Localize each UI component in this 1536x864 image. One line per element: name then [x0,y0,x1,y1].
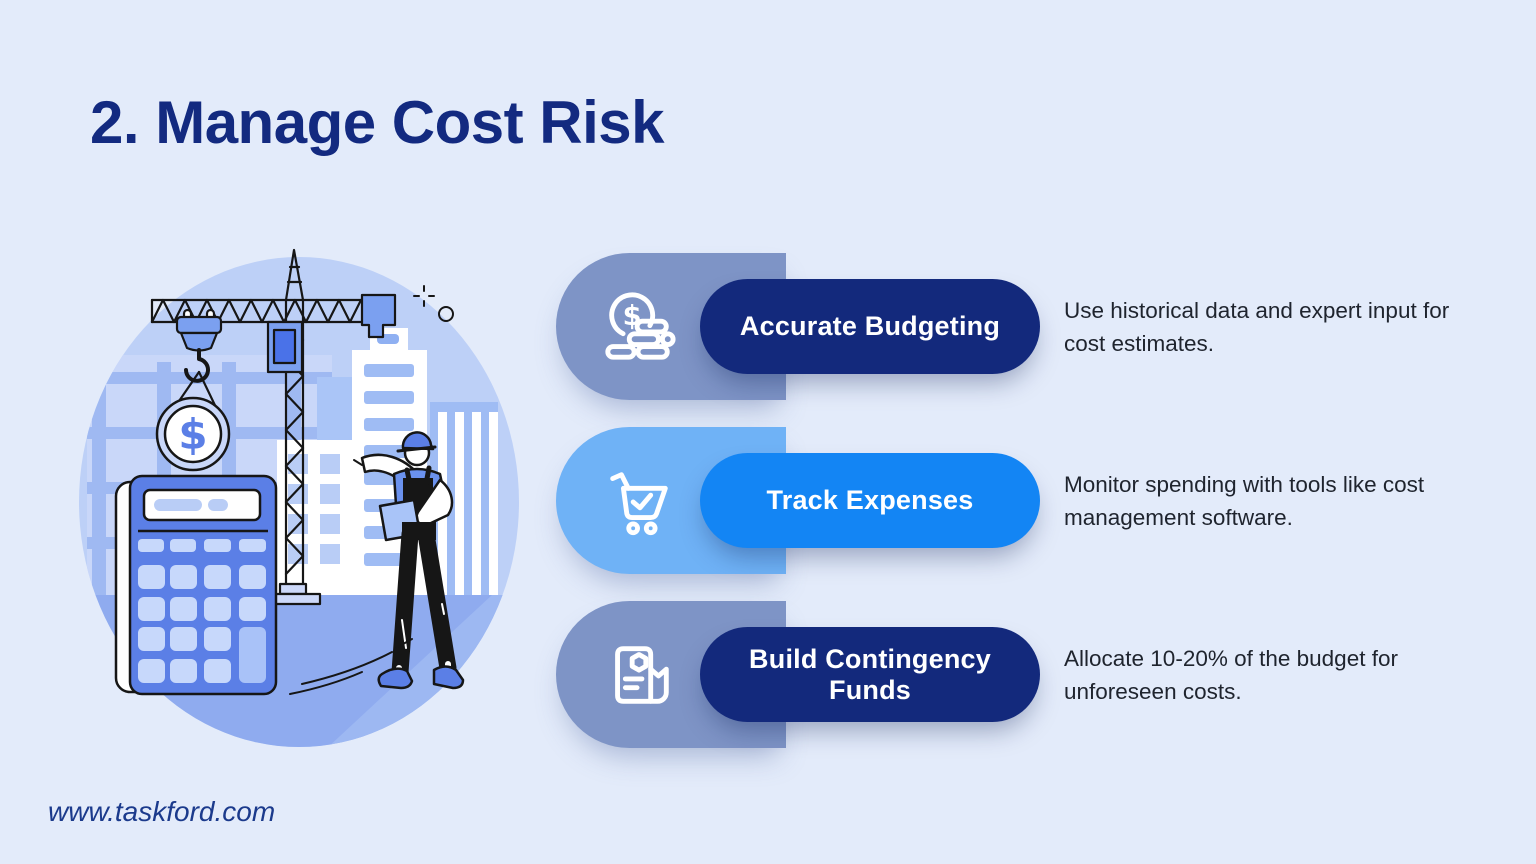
step-description: Monitor spending with tools like cost ma… [1064,471,1425,530]
step-title: Accurate Budgeting [739,311,1001,341]
step-title-pill: Build Contingency Funds [700,627,1040,722]
step-description: Use historical data and expert input for… [1064,297,1450,356]
calculator [114,474,278,696]
step-description-wrap: Monitor spending with tools like cost ma… [1064,427,1488,574]
step-title: Track Expenses [766,485,974,515]
construction-worker [353,431,465,690]
calculator-keys [138,539,266,683]
website-url: www.taskford.com [48,796,276,827]
sparkle-decoration [413,285,454,322]
step-title: Build Contingency Funds [749,643,991,705]
step-icon-pill [556,427,786,574]
step-description-wrap: Allocate 10-20% of the budget for unfore… [1064,601,1488,748]
step-title-pill: Accurate Budgeting [700,279,1040,374]
step-row-contingency-funds: Build Contingency Funds Allocate 10-20% … [556,601,1496,748]
construction-budget-illustration: $ [79,248,519,747]
cart-check-icon [610,472,668,536]
svg-text:$: $ [178,410,207,459]
page-title: 2. Manage Cost Risk [90,89,665,156]
step-row-accurate-budgeting: $ Accurate Budgeting Use historical data… [556,253,1496,400]
step-description: Allocate 10-20% of the budget for unfore… [1064,645,1398,704]
contingency-invoice-icon [615,646,669,704]
step-description-wrap: Use historical data and expert input for… [1064,253,1488,400]
step-title-pill: Track Expenses [700,453,1040,548]
crane-hook-and-coin: $ [155,308,231,472]
step-row-track-expenses: Track Expenses Monitor spending with too… [556,427,1496,574]
ground-swoosh [289,638,413,695]
tower-crane [150,248,397,606]
coins-budget-icon: $ [605,292,676,360]
